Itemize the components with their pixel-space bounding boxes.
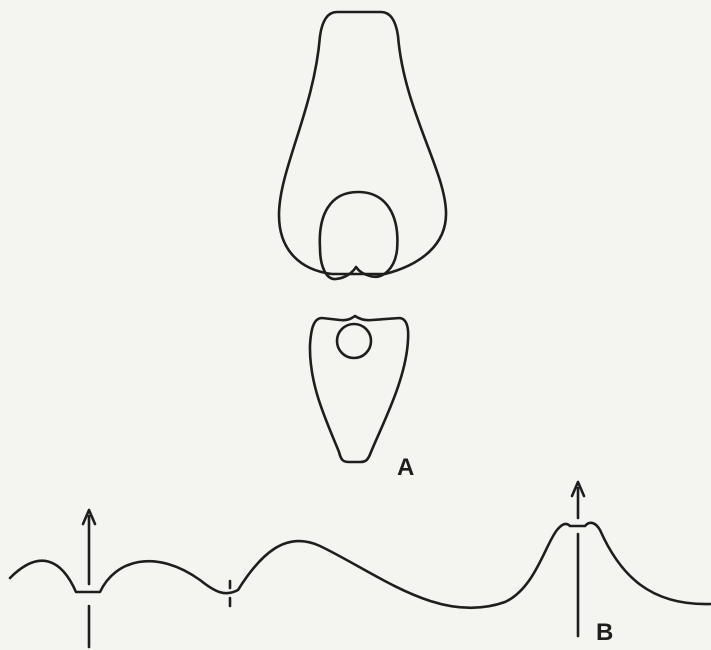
panel-a-outer-bulb	[279, 12, 446, 274]
panel-a-lower-shape	[310, 316, 408, 462]
panel-b-wave-trace	[10, 523, 711, 608]
panel-a-small-circle	[337, 324, 371, 358]
panel-a-label: A	[397, 454, 414, 481]
panel-b-label: B	[596, 619, 613, 646]
panel-a-inner-arch	[320, 192, 398, 279]
